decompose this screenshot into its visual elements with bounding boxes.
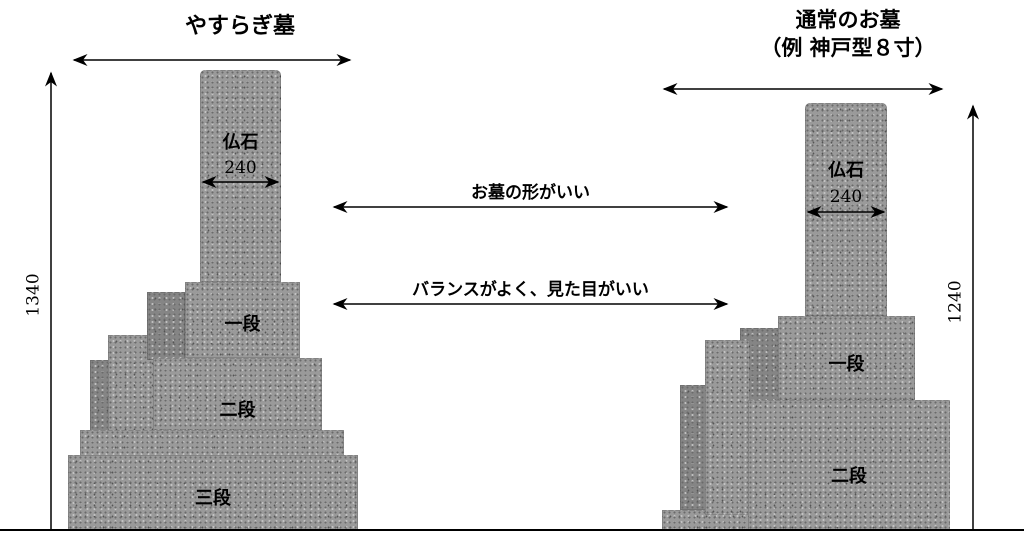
- right-height-label: 1240: [945, 280, 966, 324]
- left-tier-1: [185, 282, 300, 358]
- right-pillar: [805, 103, 887, 316]
- left-height-label: 1340: [23, 273, 44, 317]
- left-incense-stand: [147, 292, 185, 360]
- right-tier-2: [748, 400, 950, 530]
- right-pillar-label: 仏石: [828, 160, 864, 181]
- comparison-point-2: バランスがよく、見た目がいい: [412, 280, 649, 300]
- left-tier-2-label: 二段: [219, 400, 256, 421]
- right-tier-2-label: 二段: [831, 466, 867, 487]
- right-title-line1: 通常のお墓: [795, 8, 901, 32]
- right-flower-stand: [705, 340, 750, 515]
- left-tier-1-label: 一段: [224, 314, 261, 335]
- right-base: [662, 510, 752, 530]
- left-pillar-label: 仏石: [222, 132, 259, 153]
- left-tier-2: [153, 358, 322, 430]
- right-title-line2: （例 神戸型８寸）: [760, 36, 936, 60]
- comparison-point-1: お墓の形がいい: [471, 183, 590, 203]
- right-side-stone: [680, 385, 708, 510]
- left-title: やすらぎ墓: [184, 14, 295, 39]
- left-tier-3: [68, 455, 358, 530]
- right-pillar-width: 240: [829, 187, 863, 207]
- left-pillar-width: 240: [224, 158, 257, 178]
- left-tier-3-label: 三段: [195, 488, 231, 509]
- ground-line: [0, 529, 1024, 531]
- right-tier-1: [778, 316, 915, 400]
- left-tier-3-top: [80, 430, 344, 456]
- right-tier-1-label: 一段: [828, 354, 865, 375]
